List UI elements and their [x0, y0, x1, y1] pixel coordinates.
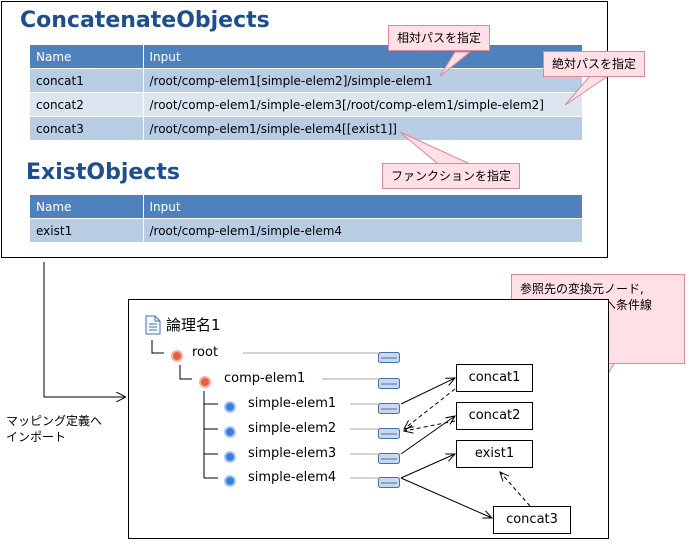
row-input: /root/comp-elem1/simple-elem4 [143, 218, 583, 242]
simple-node-icon [224, 398, 236, 413]
row-name: concat2 [30, 92, 144, 117]
exist-title: ExistObjects [26, 160, 180, 185]
port-handle-icon[interactable] [378, 399, 400, 414]
tree-node-simple-elem1[interactable]: simple-elem1 [248, 396, 337, 411]
simple-node-icon [224, 472, 236, 487]
table-row[interactable]: concat3 /root/comp-elem1/simple-elem4[[e… [30, 116, 583, 140]
tree-node-simple-elem2[interactable]: simple-elem2 [248, 421, 337, 436]
row-name: exist1 [30, 218, 144, 242]
callout-pointer-relative [439, 51, 472, 77]
tree-node-simple-elem3[interactable]: simple-elem3 [248, 446, 337, 461]
row-input: /root/comp-elem1/simple-elem4[[exist1]] [143, 116, 583, 140]
table-row[interactable]: concat1 /root/comp-elem1[simple-elem2]/s… [30, 68, 583, 93]
row-name: concat3 [30, 116, 144, 140]
function-node-concat3[interactable]: concat3 [493, 506, 571, 534]
function-node-exist1[interactable]: exist1 [456, 440, 533, 468]
tree-node-simple-elem4[interactable]: simple-elem4 [248, 470, 337, 485]
function-node-concat1[interactable]: concat1 [456, 364, 533, 392]
composite-node-icon [171, 347, 183, 362]
row-name: concat1 [30, 68, 144, 93]
simple-node-icon [224, 423, 236, 438]
import-arrow [43, 262, 125, 397]
column-header-input: Input [143, 195, 583, 219]
column-header-name: Name [30, 45, 144, 69]
callout-function: ファンクションを指定 [382, 163, 521, 189]
port-handle-icon[interactable] [378, 374, 400, 389]
row-input: /root/comp-elem1[simple-elem2]/simple-el… [143, 68, 583, 93]
exist-table: Name Input exist1 /root/comp-elem1/simpl… [30, 195, 583, 242]
logical-name: 論理名1 [166, 316, 221, 334]
simple-node-icon [224, 448, 236, 463]
import-note-line: インポート [6, 430, 67, 444]
port-handle-icon[interactable] [378, 473, 400, 488]
table-header-row: Name Input [30, 195, 583, 219]
import-note: マッピング定義へ インポート [6, 413, 102, 445]
callout-relative-path: 相対パスを指定 [388, 25, 491, 51]
composite-node-icon [199, 373, 211, 388]
callout-source-line: 参照先の変換元ノード, [520, 282, 644, 296]
concatenate-title: ConcatenateObjects [20, 8, 270, 33]
tree-node-root[interactable]: root [192, 345, 219, 360]
callout-absolute-path: 絶対パスを指定 [543, 51, 646, 77]
row-input: /root/comp-elem1/simple-elem3[/root/comp… [143, 92, 583, 117]
function-node-concat2[interactable]: concat2 [456, 402, 533, 430]
column-header-name: Name [30, 195, 144, 219]
import-note-line: マッピング定義へ [6, 414, 103, 428]
table-row[interactable]: concat2 /root/comp-elem1/simple-elem3[/r… [30, 92, 583, 117]
tree-node-comp-elem1[interactable]: comp-elem1 [224, 371, 306, 386]
table-row[interactable]: exist1 /root/comp-elem1/simple-elem4 [30, 218, 583, 242]
port-handle-icon[interactable] [378, 449, 400, 464]
document-icon [145, 315, 161, 335]
port-handle-icon[interactable] [378, 348, 400, 363]
port-handle-icon[interactable] [378, 424, 400, 439]
